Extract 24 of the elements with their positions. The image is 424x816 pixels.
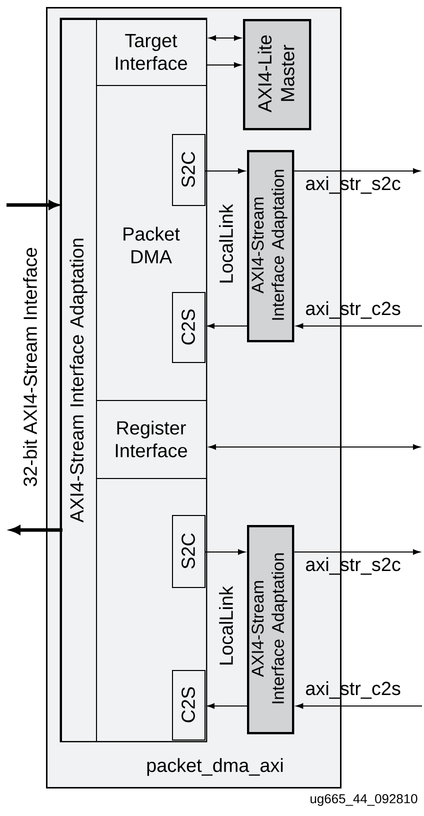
interface-label: 32-bit AXI4-Stream Interface: [23, 248, 37, 486]
arrow: [205, 549, 246, 555]
port-box: C2S: [172, 670, 206, 740]
arrow: [207, 703, 248, 709]
arrow: [205, 168, 246, 174]
port-box: S2C: [172, 134, 206, 206]
arrow: [296, 323, 422, 329]
arrow: [296, 703, 422, 709]
arrow: [208, 444, 420, 450]
bus-label: LocalLink: [219, 204, 233, 282]
arrow: [207, 323, 248, 329]
bus-label: LocalLink: [219, 586, 233, 664]
block-box: Register Interface: [96, 400, 207, 479]
arrow: [208, 35, 242, 41]
arrow: [294, 549, 420, 555]
block-box: Target Interface: [96, 19, 207, 86]
arrow: [206, 62, 242, 68]
port-box: C2S: [172, 292, 206, 363]
adapter-box: AXI4-Stream Interface Adaptation: [247, 150, 294, 342]
master-box: AXI4-Lite Master: [243, 19, 312, 130]
port-box: S2C: [172, 515, 206, 588]
adapter-box: AXI4-Stream Interface Adaptation: [247, 525, 294, 734]
figure-id: ug665_44_092810: [310, 794, 418, 806]
arrow: [294, 168, 420, 174]
